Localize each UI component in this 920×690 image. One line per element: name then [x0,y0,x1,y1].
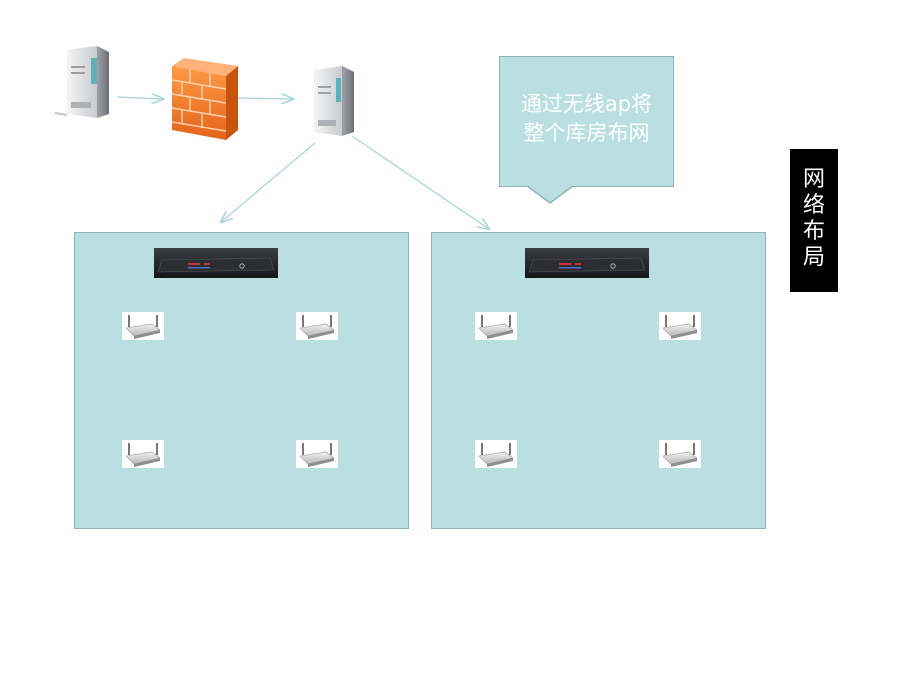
callout-pointer [527,185,573,204]
access-point-icon [296,312,338,340]
side-title: 网络布局 [802,167,825,270]
side-title-box: 网络布局 [790,149,838,292]
server-icon [55,46,109,118]
link-server-to-left-zone [221,142,316,222]
switch-icon [525,248,649,278]
switch-icon [154,248,278,278]
access-point-icon [659,440,701,468]
warehouse-zone-right [431,232,766,529]
access-point-icon [475,312,517,340]
access-point-icon [122,440,164,468]
link-firewall-to-server [237,98,293,99]
access-point-icon [122,312,164,340]
link-server-to-firewall [116,97,163,99]
access-point-icon [659,312,701,340]
access-point-icon [475,440,517,468]
firewall-icon [171,58,238,140]
server-icon [314,66,354,136]
access-point-icon [296,440,338,468]
callout-box: 通过无线ap将 整个库房布网 [499,56,674,187]
callout-text: 通过无线ap将 整个库房布网 [520,91,653,145]
link-server-to-right-zone [351,135,489,229]
warehouse-zone-left [74,232,409,529]
